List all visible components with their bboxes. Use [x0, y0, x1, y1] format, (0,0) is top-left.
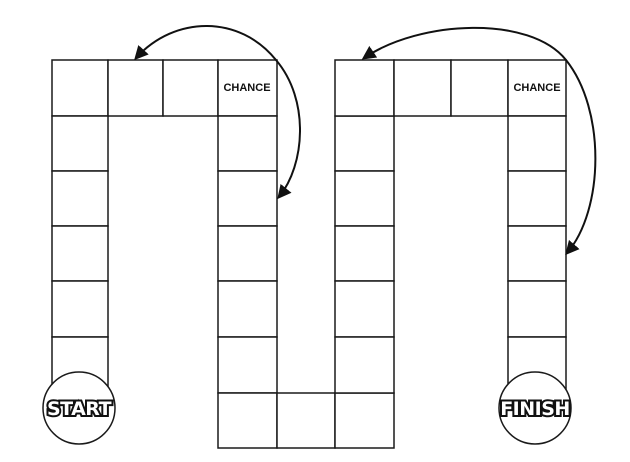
finish-space [498, 371, 572, 445]
board-square [162, 59, 219, 117]
board-square [51, 59, 109, 117]
board-square [450, 59, 509, 117]
board-square [51, 170, 109, 227]
chance-right-back-arrow [361, 26, 567, 61]
board-square [334, 115, 395, 172]
board-square [51, 115, 109, 172]
board-cells [51, 59, 567, 449]
board-square [217, 115, 278, 172]
start-space [42, 371, 116, 445]
board-square [217, 59, 278, 117]
chance-right-forward-arrow [565, 59, 597, 256]
board-square [334, 59, 395, 117]
chance-left-back-arrow [134, 25, 277, 61]
chance-left-forward-arrow [275, 59, 301, 200]
board-square [334, 170, 395, 227]
board-square [217, 225, 278, 282]
board-square [507, 280, 567, 338]
board-square [334, 225, 395, 282]
board-square [334, 392, 395, 449]
chance-label-left: CHANCE [223, 82, 270, 94]
board-square [51, 280, 109, 338]
board-square [276, 392, 336, 449]
board-square [334, 280, 395, 338]
board-square [334, 336, 395, 394]
board-square [393, 59, 452, 117]
board-square [507, 225, 567, 282]
board-square [217, 392, 278, 449]
board-square [217, 280, 278, 338]
board-square [51, 225, 109, 282]
board-square [217, 170, 278, 227]
board-square [507, 115, 567, 172]
finish-label: FINISH [500, 398, 570, 420]
chance-label-right: CHANCE [513, 82, 560, 94]
board-square [217, 336, 278, 394]
board-square [507, 170, 567, 227]
start-label: START [47, 398, 112, 420]
board-square [107, 59, 164, 117]
